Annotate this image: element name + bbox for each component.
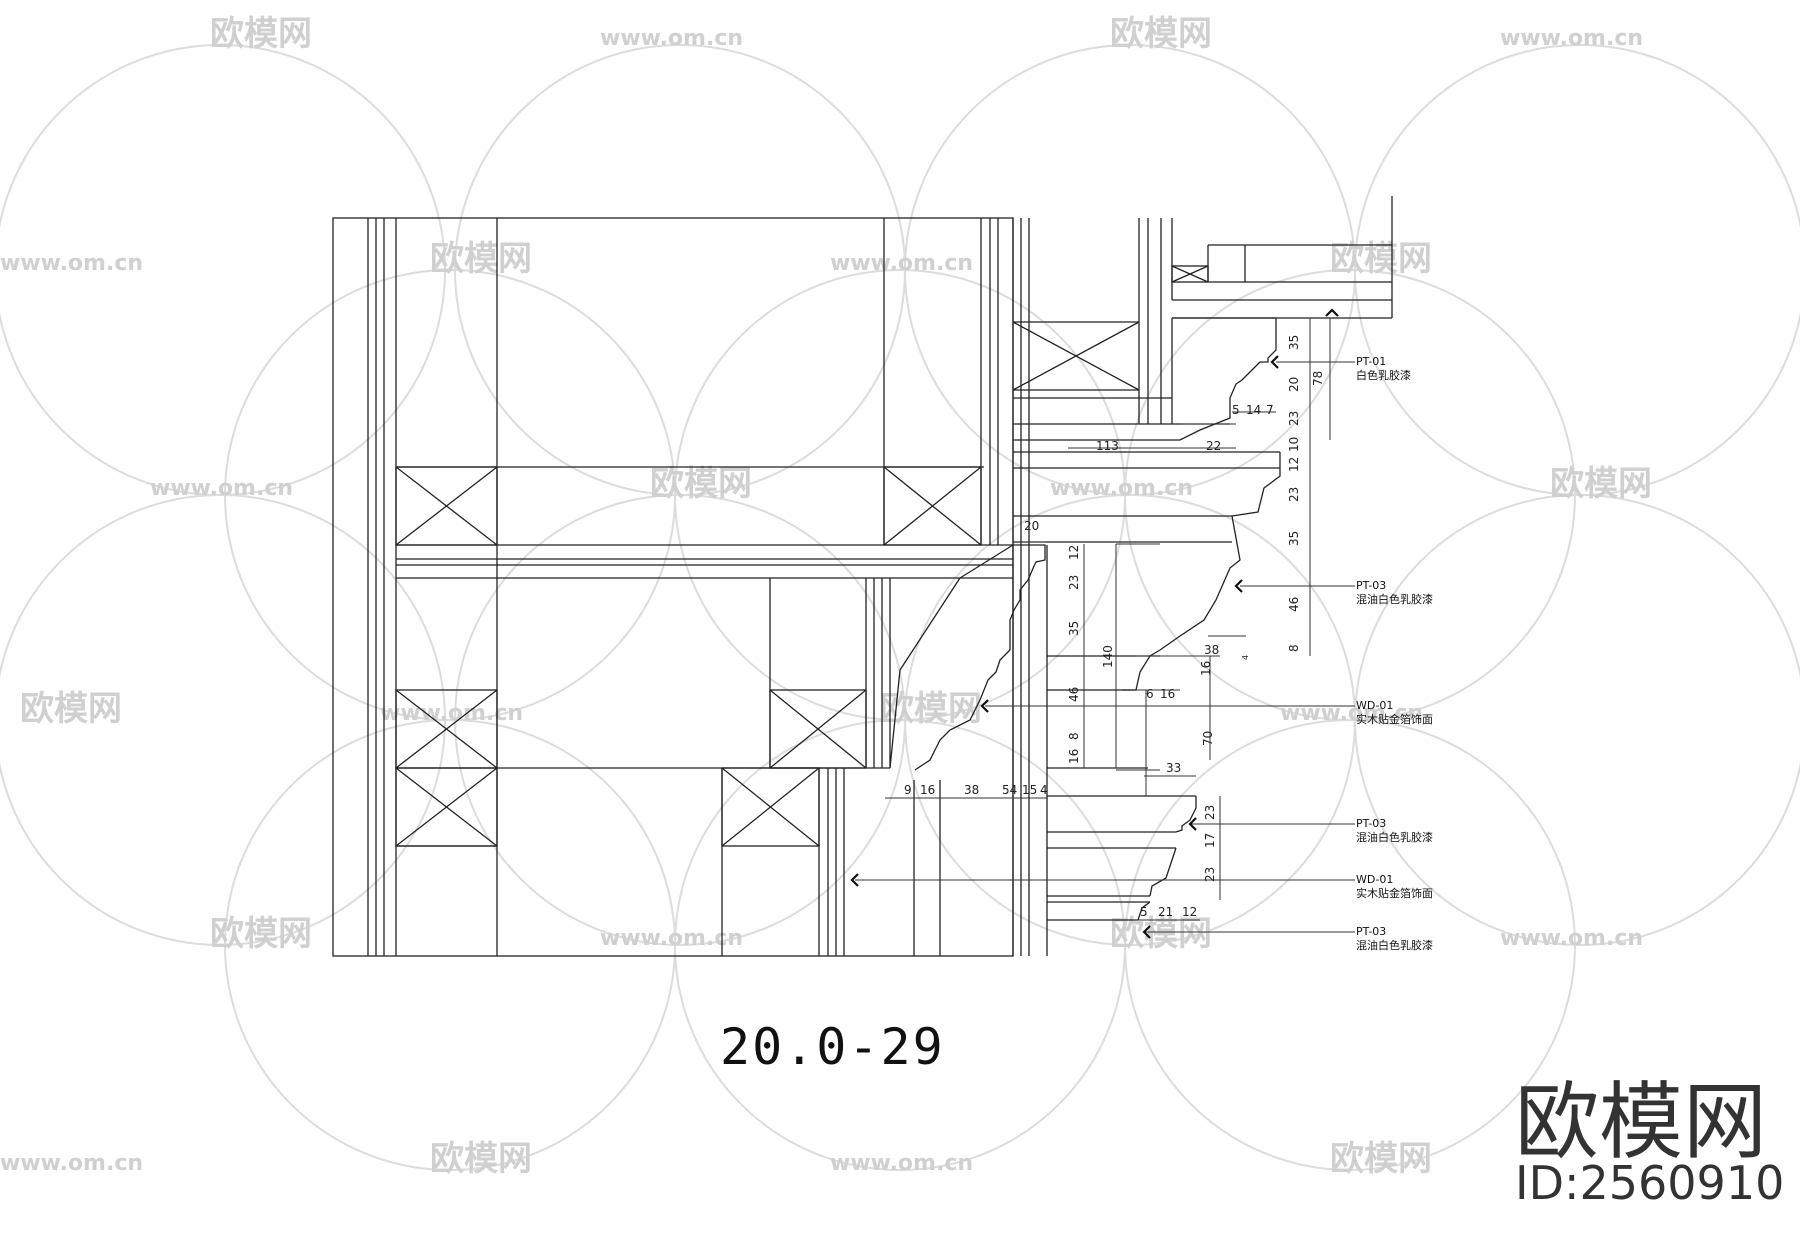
dim-vertical: 16 [1067, 749, 1081, 764]
dim-step: 5 [1232, 403, 1240, 417]
watermark-url: www.om.cn [1050, 476, 1193, 501]
dim-v70: 70 [1201, 731, 1215, 746]
dim-step: 14 [1246, 403, 1261, 417]
dim-vertical: 46 [1067, 687, 1081, 702]
callout-desc: 混油白色乳胶漆 [1356, 592, 1433, 606]
callout-labels: PT-01 白色乳胶漆 PT-03 混油白色乳胶漆 WD-01 实木贴金箔饰面 … [1356, 355, 1433, 952]
dim-bottom: 16 [920, 783, 935, 797]
callout-desc: 实木贴金箔饰面 [1356, 886, 1433, 900]
dimension-lines [855, 318, 1355, 933]
callout-code: WD-01 [1356, 873, 1393, 886]
watermark-url: www.om.cn [600, 926, 743, 951]
callout-desc: 混油白色乳胶漆 [1356, 938, 1433, 952]
brand-id: ID:2560910 [1515, 1156, 1785, 1210]
dim-vertical: 8 [1287, 644, 1301, 652]
callout-desc: 白色乳胶漆 [1356, 368, 1411, 382]
dim-bottom: 4 [1040, 783, 1048, 797]
dim-vertical: 8 [1067, 732, 1081, 740]
callout-code: PT-03 [1356, 817, 1386, 830]
dim-bottom: 15 [1022, 783, 1037, 797]
dim-v4: 4 [1241, 655, 1250, 660]
watermark-logo: 欧模网 [1330, 239, 1432, 279]
dim-base: 21 [1158, 905, 1173, 919]
watermark-logo: 欧模网 [1550, 464, 1652, 504]
watermark-url: www.om.cn [1280, 701, 1423, 726]
dim-h113: 113 [1096, 439, 1119, 453]
watermark-logo: 欧模网 [1110, 914, 1212, 954]
dim-vertical: 23 [1203, 867, 1217, 882]
dim-h16: 16 [1160, 687, 1175, 701]
dim-vertical: 46 [1287, 597, 1301, 612]
watermark-url: www.om.cn [1500, 926, 1643, 951]
callout-desc: 实木贴金箔饰面 [1356, 712, 1433, 726]
callout-code: WD-01 [1356, 699, 1393, 712]
dim-step: 7 [1266, 403, 1274, 417]
dim-h20: 20 [1024, 519, 1039, 533]
dim-vertical: 20 [1287, 377, 1301, 392]
drawing-title: 20.0-29 [720, 1018, 945, 1076]
dim-vertical: 35 [1287, 531, 1301, 546]
watermark-layer [0, 44, 1800, 1171]
watermark-logo: 欧模网 [20, 689, 122, 729]
dim-vertical: 35 [1067, 621, 1081, 636]
brand-logo-text: 欧模网 [1515, 1073, 1768, 1171]
dim-vertical: 12 [1067, 545, 1081, 560]
watermark-logo: 欧模网 [1330, 1139, 1432, 1179]
dim-h22: 22 [1206, 439, 1221, 453]
dim-total: 78 [1311, 371, 1325, 386]
dim-base: 5 [1140, 905, 1148, 919]
leader-arrows [850, 308, 1339, 939]
dim-vertical: 23 [1067, 575, 1081, 590]
watermark-url: www.om.cn [600, 26, 743, 51]
dim-h33: 33 [1166, 761, 1181, 775]
dim-v16: 16 [1199, 661, 1213, 676]
dim-h6: 6 [1146, 687, 1154, 701]
dim-h38: 38 [1204, 643, 1219, 657]
dimension-numbers: 35 20 23 10 12 23 35 46 8 78 5 14 7 113 … [904, 335, 1325, 919]
dim-vertical: 12 [1287, 457, 1301, 472]
watermark-logo: 欧模网 [880, 689, 982, 729]
watermark-url: www.om.cn [830, 1151, 973, 1176]
dim-base: 12 [1182, 905, 1197, 919]
watermark-url: www.om.cn [0, 1151, 143, 1176]
dim-vertical: 23 [1203, 805, 1217, 820]
watermark-url: www.om.cn [830, 251, 973, 276]
callout-desc: 混油白色乳胶漆 [1356, 830, 1433, 844]
watermark-logo: 欧模网 [1110, 14, 1212, 54]
watermark-logo: 欧模网 [430, 1139, 532, 1179]
watermark-url: www.om.cn [150, 476, 293, 501]
callout-code: PT-01 [1356, 355, 1386, 368]
watermark-logo: 欧模网 [210, 14, 312, 54]
dim-vertical: 23 [1287, 487, 1301, 502]
watermark-logo: 欧模网 [430, 239, 532, 279]
callout-code: PT-03 [1356, 925, 1386, 938]
dim-total: 140 [1101, 645, 1115, 668]
dim-vertical: 23 [1287, 411, 1301, 426]
dim-bottom: 9 [904, 783, 912, 797]
watermark-logo: 欧模网 [650, 464, 752, 504]
elevation-lines [332, 196, 1393, 957]
watermark-url: www.om.cn [380, 701, 523, 726]
watermark-text-layer: 欧模网欧模网欧模网欧模网欧模网欧模网欧模网欧模网欧模网欧模网欧模网欧模网www.… [0, 14, 1652, 1179]
dim-bottom: 54 [1002, 783, 1017, 797]
dim-vertical: 17 [1203, 833, 1217, 848]
watermark-url: www.om.cn [0, 251, 143, 276]
dim-vertical: 35 [1287, 335, 1301, 350]
watermark-logo: 欧模网 [210, 914, 312, 954]
callout-code: PT-03 [1356, 579, 1386, 592]
watermark-url: www.om.cn [1500, 26, 1643, 51]
dim-bottom: 38 [964, 783, 979, 797]
dim-vertical: 10 [1287, 437, 1301, 452]
